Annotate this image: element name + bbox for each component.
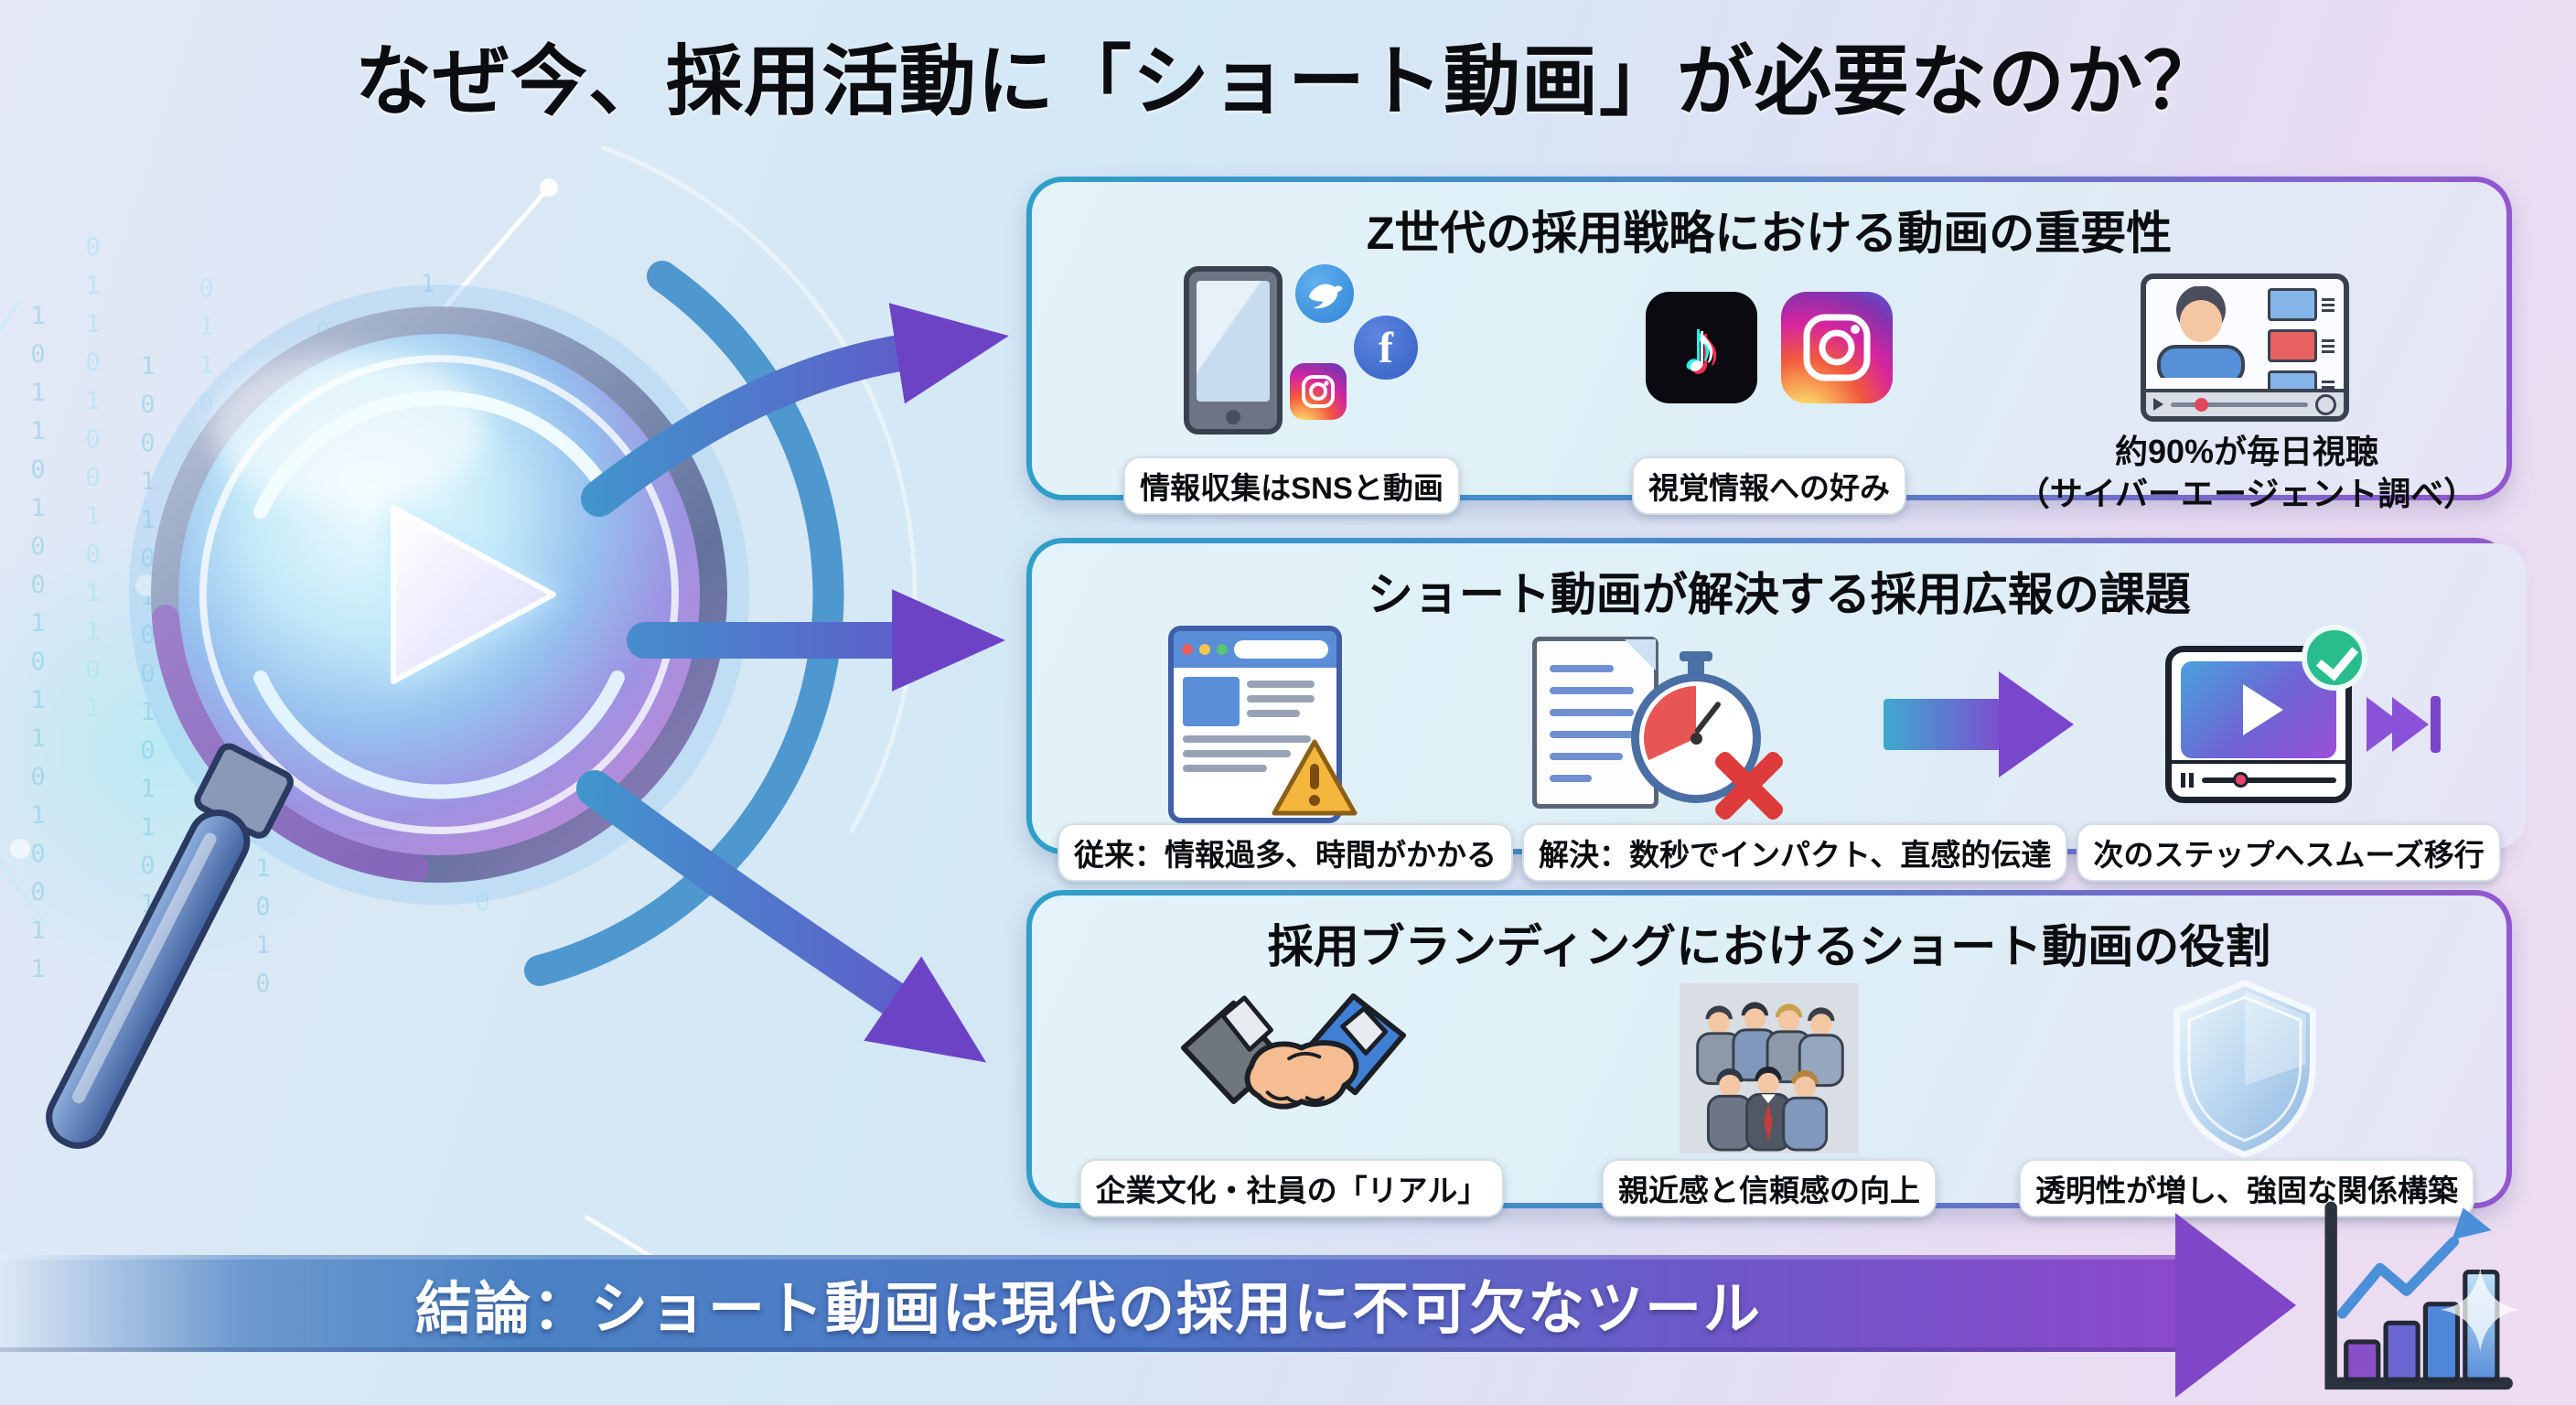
- section-heading: 採用ブランディングにおけるショート動画の役割: [1267, 921, 2271, 972]
- binary-column-decor: 0101101001011: [309, 318, 338, 818]
- chart-trend-line: [2336, 1236, 2460, 1319]
- x-mark-icon: [1706, 743, 1792, 829]
- label-pill: 情報収集はSNSと動画: [1123, 456, 1460, 516]
- binary-column-decor: 101101001011010011: [24, 302, 52, 993]
- blue-arc-decor: [524, 261, 844, 986]
- binary-column-decor: 1001011010011010: [249, 393, 277, 1008]
- smartphone-icon: [1184, 266, 1283, 434]
- conclusion-text: 結論：ショート動画は現代の採用に不可欠なツール: [414, 1278, 1762, 1341]
- thin-arc-decor: [601, 145, 918, 834]
- instagram-icon: [1781, 292, 1893, 403]
- smartphone-sns-icon: f: [1156, 264, 1431, 434]
- label-pill: 解決：数秒でインパクト、直感的伝達: [1522, 823, 2068, 882]
- section-heading: ショート動画が解決する採用広報の課題: [1367, 569, 2191, 620]
- short-video-success-icon: [2164, 625, 2441, 803]
- growth-chart-icon: [2324, 1201, 2520, 1390]
- document-stopwatch-icon: [1532, 633, 1777, 816]
- transition-arrow-icon: [1884, 671, 2075, 778]
- team-people-icon: [1680, 983, 1859, 1153]
- label-pill: 次のステップへスムーズ移行: [2077, 823, 2501, 882]
- label-pill: 透明性が増し、強固な関係構築: [2019, 1159, 2474, 1217]
- video-thumbnails: [2268, 288, 2334, 403]
- video-viewer-icon: [2141, 273, 2349, 422]
- chart-axes: [2324, 1201, 2513, 1390]
- fast-forward-icon: [2366, 696, 2441, 753]
- stat-note: 約90%が毎日視聴 （サイバーエージェント調べ）: [2016, 433, 2477, 513]
- facebook-icon: f: [1354, 316, 1418, 380]
- banner-arrowhead: [2175, 1213, 2296, 1398]
- stopwatch-icon: [1631, 651, 1762, 803]
- short-video-player-icon: [2164, 625, 2367, 803]
- warning-icon: [1269, 736, 1360, 825]
- twitter-icon: [1295, 264, 1354, 323]
- chart-trend-arrowhead: [2452, 1207, 2492, 1240]
- page-title: なぜ今、採用活動に「ショート動画」が必要なのか？: [354, 38, 2221, 124]
- instagram-small-icon: [1290, 363, 1347, 420]
- shield-icon: [2174, 980, 2316, 1158]
- webpage-overload-icon: [1168, 626, 1358, 823]
- handshake-icon: [1180, 992, 1407, 1110]
- label-pill: 視覚情報への好み: [1632, 456, 1906, 516]
- arrow-to-section-3: [576, 770, 987, 1063]
- binary-column-decor: 10011010010110100: [134, 352, 162, 1005]
- binary-column-decor: 01101001011010: [468, 389, 497, 927]
- label-pill: 企業文化・社員の「リアル」: [1079, 1159, 1505, 1217]
- binary-column-decor: 101001011010: [518, 325, 546, 786]
- check-icon: [2301, 625, 2367, 691]
- section-card-gen-z: Z世代の採用戦略における動画の重要性 f: [1026, 177, 2512, 516]
- binary-column-decor: 011010010110: [192, 274, 220, 735]
- tiktok-icon: ♪: [1646, 292, 1757, 403]
- binary-column-decor: 100101101001101: [413, 270, 442, 846]
- binary-column-decor: 0110100101101: [79, 233, 107, 733]
- sparkle-icon: [2440, 1268, 2520, 1352]
- label-pill: 親近感と信頼感の向上: [1602, 1159, 1937, 1217]
- conclusion-banner: 結論：ショート動画は現代の採用に不可欠なツール: [0, 1255, 2177, 1352]
- section-card-branding: 採用ブランディングにおけるショート動画の役割: [1026, 890, 2512, 1217]
- arrow-to-section-1: [581, 303, 1009, 517]
- label-pill: 従来：情報過多、時間がかかる: [1057, 823, 1513, 882]
- section-heading: Z世代の採用戦略における動画の重要性: [1366, 208, 2173, 259]
- video-controls: [2146, 389, 2344, 416]
- section-card-problems: ショート動画が解決する採用広報の課題: [1026, 538, 2527, 882]
